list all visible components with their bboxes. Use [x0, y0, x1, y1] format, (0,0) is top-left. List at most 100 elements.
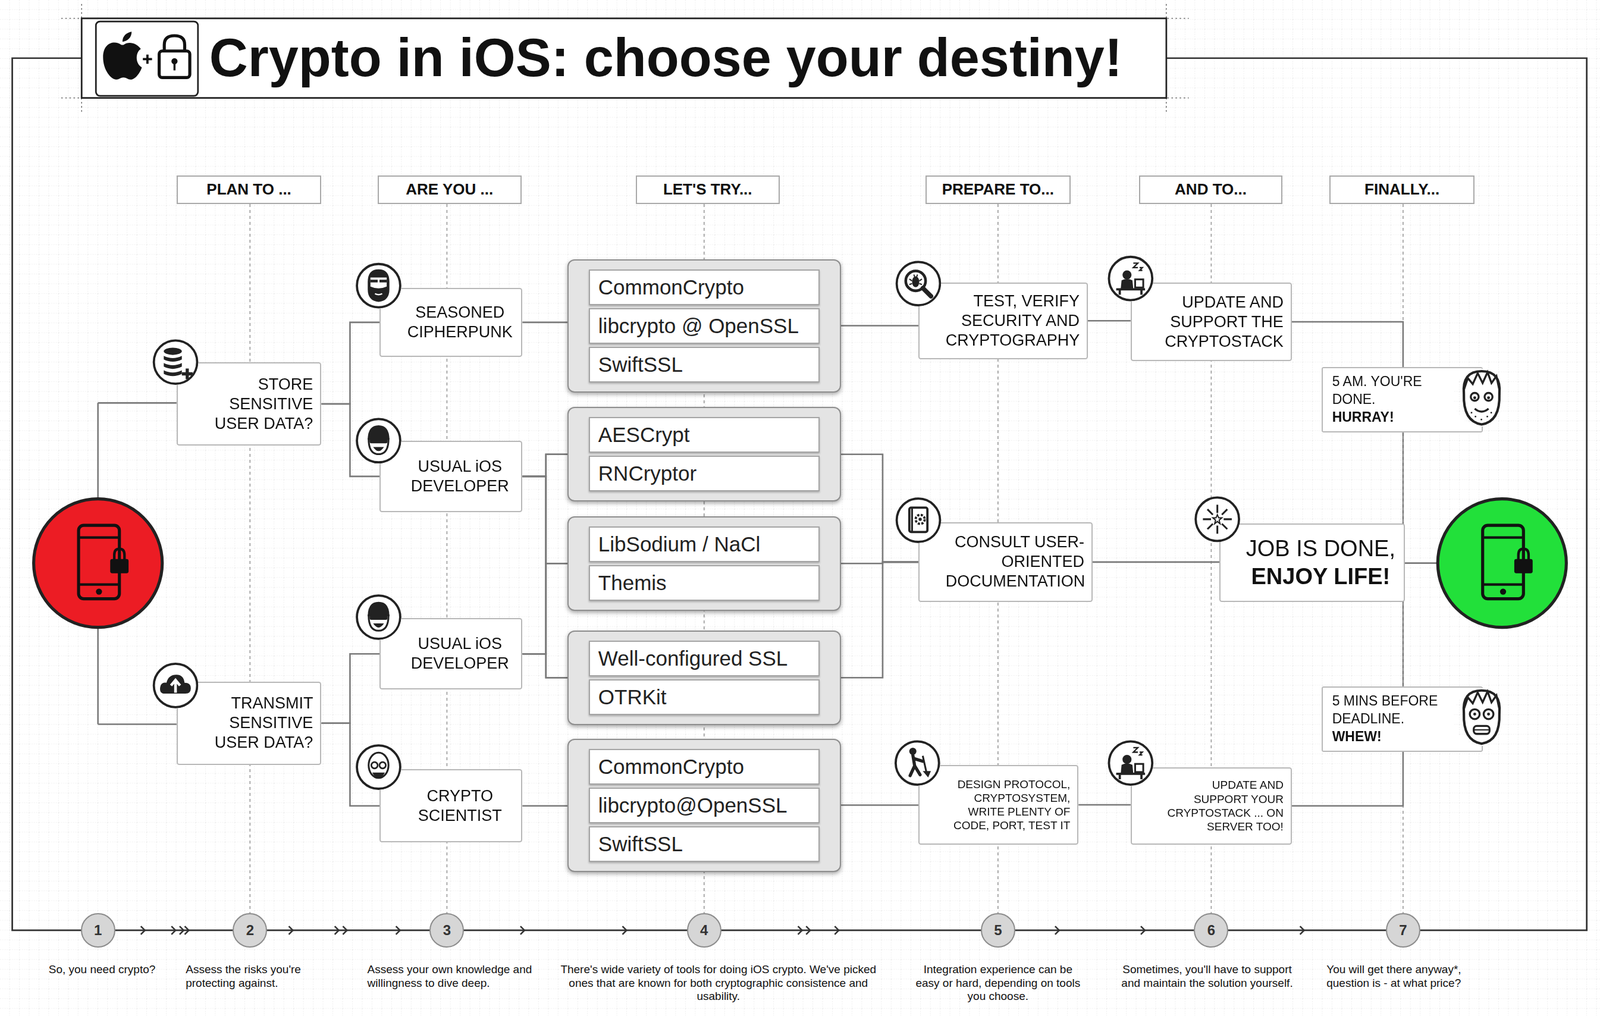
column-header: ARE YOU ...	[377, 175, 522, 205]
process-box: USUAL iOS DEVELOPER	[379, 617, 523, 690]
node-text: 6	[1194, 921, 1228, 939]
node-text: HURRAY!	[1332, 408, 1449, 427]
node-text: libcrypto @ OpenSSL	[598, 314, 811, 338]
step-number: 1	[80, 913, 116, 948]
node-text: STORE SENSITIVE USER DATA?	[202, 374, 314, 434]
node-text: LET'S TRY...	[641, 180, 774, 199]
node-text: 5 AM. YOU'RE DONE.	[1332, 372, 1449, 409]
tool-item: LibSodium / NaCl	[588, 526, 820, 563]
column-header: AND TO...	[1139, 175, 1283, 205]
connector	[1078, 804, 1131, 806]
title-box: Crypto in iOS: choose your destiny!	[209, 27, 1123, 89]
tool-item: OTRKit	[588, 679, 820, 715]
caption: Sometimes, you'll have to support and ma…	[1117, 962, 1297, 991]
connector	[522, 563, 567, 654]
connector	[522, 454, 567, 655]
apple-logo	[102, 42, 142, 80]
node-text: UPDATE AND SUPPORT THE CRYPTOSTACK	[1158, 292, 1284, 352]
node-text: AESCrypt	[598, 422, 811, 447]
title-box	[81, 18, 1167, 99]
node-text: SwiftSSL	[598, 352, 811, 377]
process-box: CRYPTO SCIENTIST	[379, 769, 523, 843]
process-box: STORE SENSITIVE USER DATA?	[176, 362, 322, 447]
connector	[841, 324, 919, 327]
caption: Assess the risks you're protecting again…	[185, 962, 339, 991]
column-header: FINALLY...	[1329, 175, 1475, 205]
caption-box: Assess your own knowledge and willingnes…	[367, 962, 536, 991]
connector	[321, 653, 380, 724]
process-box: USUAL iOS DEVELOPER	[379, 440, 523, 513]
plus-sign	[142, 54, 152, 64]
connector	[841, 804, 919, 806]
tool-group: AESCryptRNCryptor	[567, 406, 842, 502]
step-number: 4	[686, 913, 722, 948]
lock-shackle	[164, 35, 185, 52]
connector	[1087, 320, 1131, 322]
node-text: SwiftSSL	[598, 832, 811, 856]
node-text: 3	[430, 921, 463, 939]
tool-item: Themis	[588, 565, 820, 601]
step-number: 3	[429, 913, 464, 948]
tool-item: SwiftSSL	[588, 826, 820, 862]
step-number: 5	[980, 913, 1016, 948]
caption-box: Assess the risks you're protecting again…	[185, 962, 339, 991]
node-text: RNCryptor	[598, 461, 811, 486]
step-number: 6	[1193, 913, 1229, 948]
end-circle	[1437, 499, 1567, 628]
node-text: TEST, VERIFY SECURITY AND CRYPTOGRAPHY	[945, 291, 1080, 351]
phone-button	[95, 588, 102, 595]
node-text: 4	[688, 921, 721, 939]
start-circle	[33, 499, 163, 628]
connector	[1092, 561, 1220, 564]
step-number: 7	[1385, 913, 1421, 948]
node-text: USUAL iOS DEVELOPER	[405, 634, 514, 674]
caption-box: There's wide variety of tools for doing …	[560, 962, 877, 1004]
tool-item: AESCrypt	[588, 416, 820, 453]
wire	[98, 402, 1442, 724]
node-text: 7	[1387, 921, 1420, 939]
node-text: LibSodium / NaCl	[598, 532, 811, 557]
lock-body	[159, 51, 190, 78]
node-text: Themis	[598, 571, 811, 595]
guide-line	[61, 4, 1189, 113]
node-text: ARE YOU ...	[383, 180, 516, 199]
node-text: WHEW!	[1332, 728, 1449, 746]
column-header: PREPARE TO...	[925, 175, 1071, 205]
caption-box: Integration experience can be easy or ha…	[911, 962, 1085, 1004]
process-box: UPDATE AND SUPPORT YOUR CRYPTOSTACK ... …	[1130, 767, 1292, 845]
tool-group: LibSodium / NaClThemis	[567, 516, 842, 611]
outcome-note: 5 AM. YOU'RE DONE.HURRAY!	[1321, 366, 1483, 433]
connector	[522, 321, 567, 324]
process-box: DESIGN PROTOCOL, CRYPTOSYSTEM, WRITE PLE…	[918, 764, 1079, 845]
caption: There's wide variety of tools for doing …	[560, 962, 877, 1004]
node-text: FINALLY...	[1335, 180, 1469, 199]
tool-group: CommonCrypto libcrypto@OpenSSL SwiftSSL	[567, 738, 842, 872]
lock-body	[1514, 559, 1533, 574]
node-text: CONSULT USER-ORIENTED DOCUMENTATION	[945, 532, 1085, 592]
node-text: UPDATE AND SUPPORT YOUR CRYPTOSTACK ... …	[1158, 777, 1284, 834]
connector	[522, 476, 567, 678]
phone-button	[1500, 588, 1507, 595]
node-text: CommonCrypto	[598, 275, 811, 300]
result-box: JOB IS DONE,ENJOY LIFE!	[1219, 523, 1405, 602]
connector	[1291, 751, 1404, 806]
node-text: libcrypto@OpenSSL	[598, 793, 811, 818]
caption: Assess your own knowledge and willingnes…	[367, 962, 536, 991]
node-text: PREPARE TO...	[931, 180, 1065, 199]
connector	[522, 804, 567, 807]
tool-item: libcrypto @ OpenSSL	[588, 308, 820, 344]
apple-leaf	[122, 31, 132, 42]
tool-item: CommonCrypto	[588, 748, 820, 785]
node-text: 5 MINS BEFORE DEADLINE.	[1332, 692, 1449, 729]
tool-group: Well-configured SSLOTRKit	[567, 630, 842, 726]
process-box: TRANSMIT SENSITIVE USER DATA?	[176, 681, 322, 766]
outcome-note: 5 MINS BEFORE DEADLINE.WHEW!	[1321, 686, 1483, 752]
lock-shackle	[1518, 548, 1529, 561]
node-text: ENJOY LIFE!	[1244, 562, 1397, 591]
node-text: 5	[982, 921, 1015, 939]
node-text: SEASONED CIPHERPUNK	[405, 302, 514, 343]
connector	[321, 322, 380, 404]
caption: You will get there anyway*, question is …	[1326, 962, 1505, 991]
